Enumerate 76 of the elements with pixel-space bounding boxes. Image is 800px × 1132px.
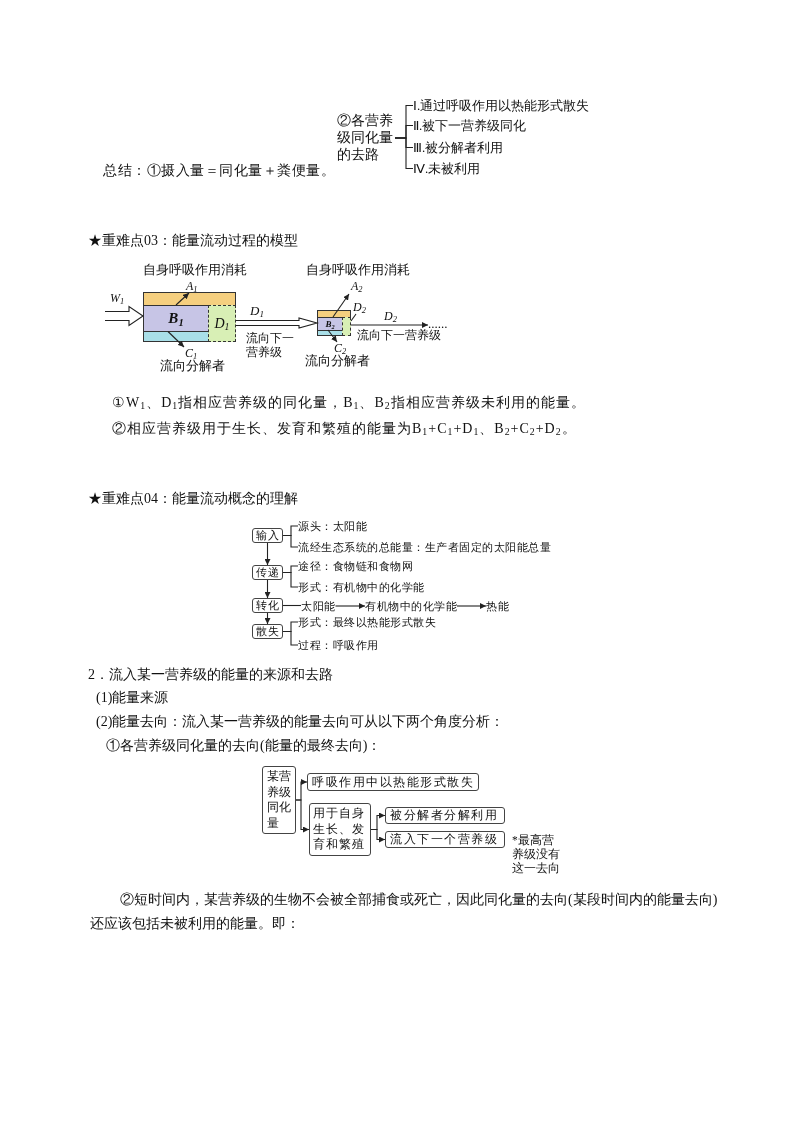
arrow [175,292,190,306]
edge-label: D$_{2}$ [384,309,397,323]
arrow [456,603,487,609]
list-item: 形式：有机物中的化学能 [298,580,425,594]
bracket-line [282,534,299,548]
edge-label: W$_{1}$ [110,292,125,305]
arrow [264,579,271,599]
block-arrow [235,317,320,329]
category-box: 转化 [252,598,283,613]
section-heading: ★重难点03：能量流动过程的模型 [88,232,298,249]
arrow [334,603,366,609]
flow-term: 热能 [486,599,509,613]
footnote-text: *最高营养级没有这一去向 [512,833,560,875]
list-item: Ⅳ.未被利用 [413,160,481,177]
edge-label: D$_{1}$ [250,304,264,318]
bracket-line [394,137,414,170]
arrow [350,322,429,328]
variable-label: C$_{2}$ [334,342,347,354]
block-arrow [104,305,144,327]
note-text: ①W$_{1}$、D$_{1}$指相应营养级的同化量，B$_{1}$、B$_{2}$指相应营养级未利用的能量。 [112,394,586,412]
caption-text: 自身呼吸作用消耗 [306,262,410,278]
section-heading: 2．流入某一营养级的能量的来源和去路 [88,666,333,684]
process-box: 呼吸作用中以热能形式散失 [307,773,479,791]
arrow [370,828,386,843]
arrow [264,612,271,625]
section-heading: ★重难点04：能量流动概念的理解 [88,490,298,507]
variable-label: D$_{2}$ [353,300,366,314]
paragraph: ①各营养级同化量的去向(能量的最终去向)： [106,737,382,755]
paragraph: (1)能量来源 [96,689,169,707]
list-item: 源头：太阳能 [298,519,367,533]
variable-label: A$_{1}$ [186,279,198,293]
list-item: 形式：最终以热能形式散失 [298,615,436,629]
category-box: 输入 [252,528,283,543]
branch-heading: ②各营养级同化量的去路 [337,112,395,163]
bracket-line [282,571,299,588]
energy-band [317,330,343,336]
category-box: 传递 [252,565,283,580]
bracket-line [282,630,299,646]
arrow-caption: 流向下一营养级 [357,328,441,342]
energy-band [143,331,209,342]
note-text: ②相应营养级用于生长、发育和繁殖的能量为B$_{1}$+C$_{1}$+D$_{1}$、B$_{2}$+C$_{2}$+D$_{2}$。 [112,420,577,438]
arrow [264,542,271,566]
caption-text: 流向分解者 [305,353,370,368]
variable-label: C$_{1}$ [185,347,198,359]
energy-band [143,292,236,306]
process-box: 某营养级同化量 [262,766,296,834]
category-box: 散失 [252,624,283,639]
process-box: 流入下一个营养级 [385,831,505,848]
paragraph: ②短时间内，某营养级的生物不会被全部捕食或死亡，因此同化量的去向(某段时间内的能量去向)还应该包括未被利用的能量。即： [90,891,719,933]
list-item: Ⅲ.被分解者利用 [413,139,504,156]
ellipsis-text: ...... [428,317,448,331]
process-box: 被分解者分解利用 [385,807,505,824]
arrow [327,329,338,343]
list-item: 流经生态系统的总能量：生产者固定的太阳能总量 [298,540,551,554]
list-item: Ⅰ.通过呼吸作用以热能形式散失 [413,97,590,114]
energy-band: B$_{2}$ [317,317,343,331]
connector-line [282,604,302,607]
summary-text: 总结：①摄入量＝同化量＋粪便量。 [103,162,335,179]
flow-term: 有机物中的化学能 [365,599,457,613]
paragraph: (2)能量去向：流入某一营养级的能量去向可从以下两个角度分析： [96,713,505,731]
list-item: 途径：食物链和食物网 [298,559,413,573]
arrow [332,293,350,318]
flow-term: 太阳能 [301,599,336,613]
list-item: 过程：呼吸作用 [298,638,379,652]
list-item: Ⅱ.被下一营养级同化 [413,117,527,134]
energy-band: B$_{1}$ [143,305,209,332]
energy-band [342,317,351,336]
arrow-caption: 流向下一营养级 [246,331,295,359]
variable-label: A$_{2}$ [351,279,363,293]
caption-text: 自身呼吸作用消耗 [143,262,247,278]
arrow [295,799,310,833]
process-box: 用于自身生长、发育和繁殖 [309,803,371,856]
caption-text: 流向分解者 [160,358,225,373]
arrow [167,330,185,348]
leader-line [350,313,357,322]
energy-band: D$_{1}$ [208,305,236,342]
